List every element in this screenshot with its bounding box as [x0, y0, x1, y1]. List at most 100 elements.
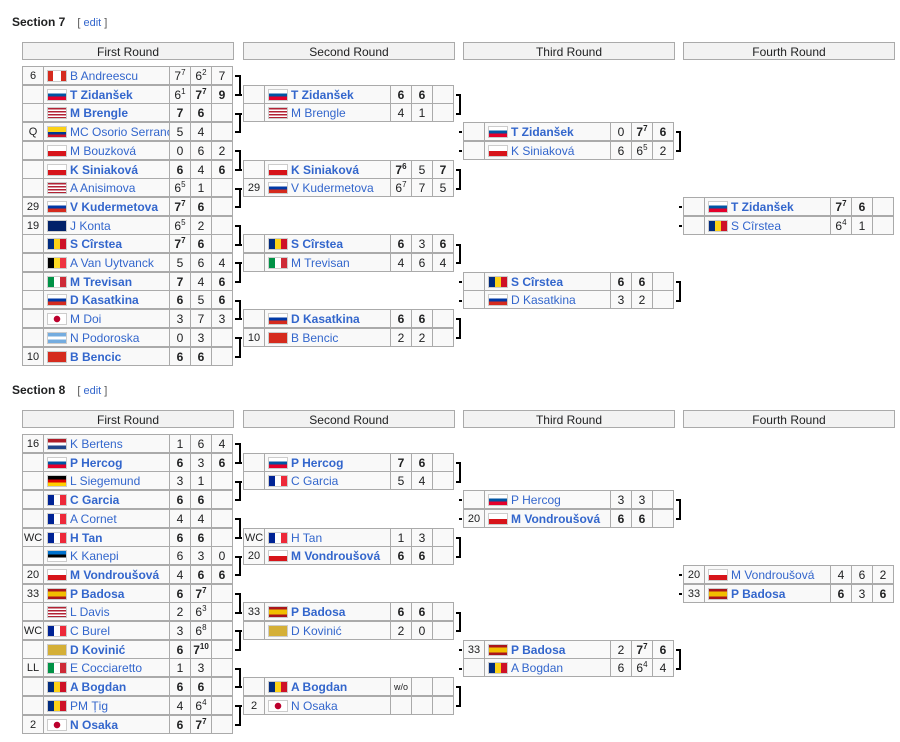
player-link[interactable]: A Bogdan — [291, 680, 348, 695]
player-link[interactable]: V Kudermetova — [70, 199, 159, 214]
player-link[interactable]: D Kasatkina — [291, 312, 360, 327]
player-link[interactable]: S Cîrstea — [291, 237, 344, 252]
player-link[interactable]: T Zidanšek — [511, 125, 574, 140]
player-link[interactable]: M Brengle — [291, 106, 346, 121]
player-link[interactable]: V Kudermetova — [291, 181, 374, 196]
bracket-line — [459, 537, 461, 558]
set-score-cell: 5 — [411, 159, 433, 179]
bracket-line — [235, 537, 239, 539]
tiebreak-score: 7 — [643, 124, 648, 134]
player-link[interactable]: B Bencic — [291, 330, 339, 345]
bracket-line — [235, 244, 239, 246]
seed-cell — [22, 602, 44, 622]
player-link[interactable]: N Osaka — [291, 698, 338, 713]
seed-cell — [22, 290, 44, 310]
player-link[interactable]: B Bencic — [70, 349, 122, 364]
player-link[interactable]: M Vondroušová — [731, 567, 815, 582]
section-heading: Section 7 — [12, 15, 66, 29]
player-link[interactable]: P Hercog — [511, 493, 561, 508]
flag-icon — [488, 294, 508, 307]
player-link[interactable]: D Kasatkina — [70, 293, 139, 308]
bracket-line — [459, 131, 462, 133]
player-link[interactable]: PM Țig — [70, 698, 109, 713]
player-link[interactable]: K Siniaková — [70, 162, 139, 177]
player-link[interactable]: D Kovinić — [291, 624, 342, 638]
player-link[interactable]: T Zidanšek — [731, 199, 794, 214]
bracket-line — [235, 443, 239, 445]
player-link[interactable]: N Podoroska — [70, 330, 140, 345]
edit-link[interactable]: edit — [83, 17, 102, 29]
seed-cell — [243, 159, 265, 179]
set-score-cell: 4 — [211, 434, 233, 453]
player-link[interactable]: A Van Uytvanck — [70, 256, 154, 270]
flag-icon — [488, 662, 508, 675]
set-score-cell: 6 — [411, 452, 433, 472]
player-name-cell: MC Osorio Serrano — [43, 122, 170, 142]
player-link[interactable]: A Bogdan — [511, 661, 564, 676]
player-link[interactable]: C Burel — [70, 624, 111, 638]
player-link[interactable]: T Zidanšek — [70, 87, 133, 102]
bracket-line — [235, 518, 239, 520]
player-link[interactable]: D Kovinić — [70, 642, 126, 657]
set-score-cell: 5 — [190, 290, 212, 310]
bracket-line — [679, 206, 682, 208]
player-link[interactable]: H Tan — [291, 530, 323, 545]
player-link[interactable]: L Siegemund — [70, 474, 141, 489]
player-link[interactable]: P Badosa — [511, 642, 566, 657]
bracket-line — [456, 612, 459, 614]
player-link[interactable]: M Doi — [70, 312, 102, 327]
player-link[interactable]: K Siniaková — [291, 162, 360, 177]
player-link[interactable]: A Bogdan — [70, 680, 127, 695]
player-link[interactable]: M Trevisan — [70, 274, 133, 289]
player-link[interactable]: J Konta — [70, 218, 111, 233]
player-link[interactable]: C Garcia — [291, 474, 339, 489]
player-link[interactable]: M Brengle — [70, 106, 129, 121]
set-score-cell: 77 — [190, 583, 212, 603]
player-link[interactable]: P Badosa — [291, 605, 346, 620]
player-link[interactable]: M Trevisan — [291, 256, 350, 270]
player-link[interactable]: L Davis — [70, 605, 110, 620]
player-link[interactable]: T Zidanšek — [291, 87, 354, 102]
player-link[interactable]: H Tan — [70, 530, 103, 545]
player-link[interactable]: S Cîrstea — [731, 218, 782, 233]
player-link[interactable]: MC Osorio Serrano — [70, 125, 170, 140]
set-score-cell: 6 — [390, 309, 412, 329]
set-score-cell — [652, 508, 674, 528]
set-score-cell — [652, 290, 674, 310]
flag-icon — [47, 257, 67, 269]
player-link[interactable]: S Cîrstea — [70, 237, 123, 252]
player-link[interactable]: A Anisimova — [70, 181, 136, 196]
player-link[interactable]: P Badosa — [731, 586, 786, 601]
player-link[interactable]: M Bouzková — [70, 143, 137, 158]
player-link[interactable]: B Andreescu — [70, 69, 139, 83]
player-link[interactable]: E Cocciaretto — [70, 661, 143, 676]
tiebreak-score: 7 — [202, 86, 207, 96]
bracket-line — [235, 356, 239, 358]
player-link[interactable]: P Hercog — [291, 455, 344, 470]
bracket-line — [239, 593, 241, 614]
player-link[interactable]: S Cîrstea — [511, 274, 564, 289]
edit-link[interactable]: edit — [83, 385, 102, 397]
player-link[interactable]: K Siniaková — [511, 143, 575, 158]
bracket-line — [459, 668, 462, 670]
player-name-cell: M Trevisan — [264, 253, 391, 272]
player-link[interactable]: P Hercog — [70, 455, 123, 470]
player-link[interactable]: A Cornet — [70, 511, 117, 526]
player-link[interactable]: K Bertens — [70, 437, 123, 451]
player-link[interactable]: D Kasatkina — [511, 293, 576, 308]
player-link[interactable]: N Osaka — [70, 717, 119, 732]
player-link[interactable]: C Garcia — [70, 493, 120, 508]
player-link[interactable]: M Vondroušová — [511, 511, 601, 526]
player-link[interactable]: K Kanepi — [70, 549, 119, 564]
player-link[interactable]: M Vondroušová — [70, 567, 160, 582]
seed-cell — [22, 159, 44, 179]
seed-cell — [243, 234, 265, 254]
bracket-line — [239, 113, 241, 133]
bracket-line — [235, 499, 239, 501]
player-link[interactable]: M Vondroušová — [291, 549, 381, 564]
player-link[interactable]: P Badosa — [70, 586, 125, 601]
